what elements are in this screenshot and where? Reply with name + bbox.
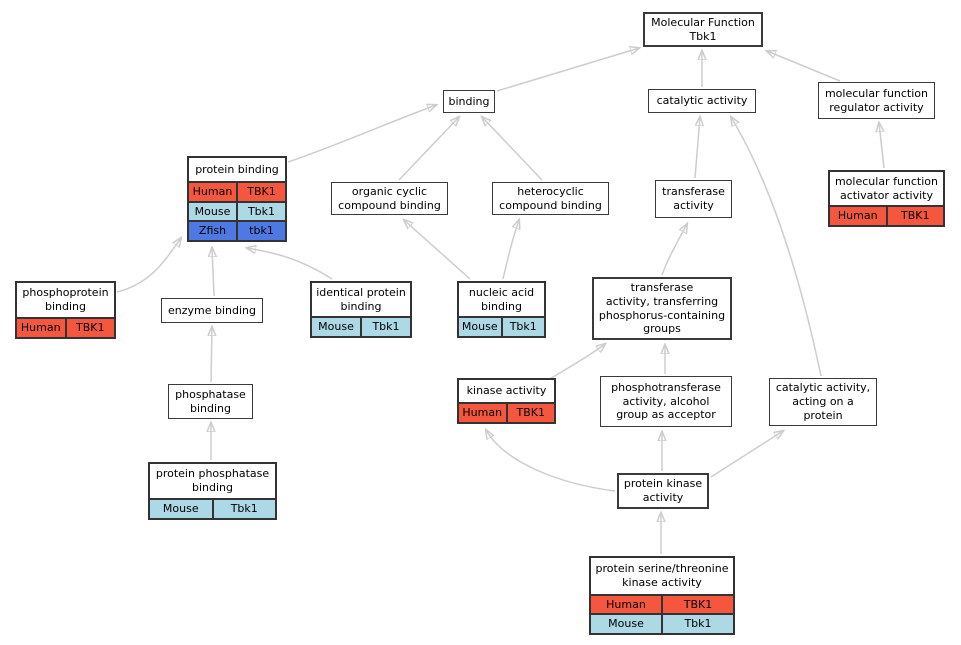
node-protein-serine-threonine-kinase-activity[interactable]: protein serine/threonine kinase activity… — [589, 556, 735, 635]
edge-nucleic-acid-binding-to-heterocyclic — [502, 220, 519, 280]
node-molecular-function[interactable]: Molecular Function Tbk1 — [643, 12, 763, 47]
node-kinase-activity[interactable]: kinase activity Human TBK1 — [457, 378, 556, 424]
node-phosphoprotein-binding[interactable]: phosphoprotein binding Human TBK1 — [15, 281, 116, 339]
node-label: molecular function activator activity — [830, 172, 943, 206]
annotation-row-human: Human TBK1 — [189, 180, 285, 201]
node-phosphotransferase-activity[interactable]: phosphotransferase activity, alcohol gro… — [600, 376, 732, 427]
node-transferase-activity-transferring-phosphorus[interactable]: transferase activity, transferring phosp… — [592, 277, 732, 340]
edge-identical-protein-binding-to-protein-binding — [247, 248, 333, 280]
node-molecular-function-regulator-activity[interactable]: molecular function regulator activity — [818, 82, 935, 119]
edge-mf-activator-to-mf-regulator — [879, 123, 885, 169]
edge-transferase-activity-to-catalytic-activity — [694, 117, 700, 179]
node-catalytic-activity-acting-on-protein[interactable]: catalytic activity, acting on a protein — [769, 378, 877, 426]
annotation-row-human: Human TBK1 — [830, 205, 943, 225]
node-organic-cyclic-compound-binding[interactable]: organic cyclic compound binding — [331, 182, 448, 215]
node-transferase-activity[interactable]: transferase activity — [655, 180, 732, 218]
annotation-row-mouse: Mouse Tbk1 — [591, 613, 733, 633]
edge-kinase-activity-to-transferase-phosphorus — [547, 344, 605, 381]
edge-phosphoprotein-binding-to-protein-binding — [116, 238, 181, 293]
annotation-row-mouse: Mouse Tbk1 — [312, 316, 410, 336]
node-label: protein phosphatase binding — [150, 464, 275, 499]
annotation-row-mouse: Mouse Tbk1 — [189, 200, 285, 221]
edge-protein-kinase-activity-to-catalytic-acting-protein — [710, 431, 783, 478]
node-protein-kinase-activity[interactable]: protein kinase activity — [617, 473, 709, 509]
annotation-row-mouse: Mouse Tbk1 — [459, 316, 544, 336]
node-label: protein serine/threonine kinase activity — [591, 558, 733, 594]
edge-nucleic-acid-binding-to-organic-cyclic — [404, 220, 471, 280]
edge-mf-regulator-to-molecular-function — [767, 51, 841, 82]
node-label: nucleic acid binding — [459, 283, 544, 317]
edge-transferase-phosphorus-to-transferase-activity — [661, 224, 687, 276]
edge-heterocyclic-to-binding — [482, 117, 543, 181]
node-protein-phosphatase-binding[interactable]: protein phosphatase binding Mouse Tbk1 — [148, 462, 277, 520]
annotation-row-human: Human TBK1 — [17, 317, 114, 337]
annotation-row-human: Human TBK1 — [459, 402, 554, 422]
edge-enzyme-binding-to-protein-binding — [212, 248, 214, 297]
edge-protein-binding-to-binding — [287, 105, 436, 163]
edge-protein-kinase-activity-to-kinase-activity — [486, 430, 616, 492]
node-protein-binding[interactable]: protein binding Human TBK1 Mouse Tbk1 Zf… — [187, 156, 287, 242]
node-binding[interactable]: binding — [443, 90, 495, 113]
edge-binding-to-molecular-function — [496, 48, 639, 92]
node-catalytic-activity[interactable]: catalytic activity — [648, 89, 756, 113]
node-heterocyclic-compound-binding[interactable]: heterocyclic compound binding — [492, 182, 609, 215]
node-enzyme-binding[interactable]: enzyme binding — [161, 298, 263, 323]
node-label: kinase activity — [459, 380, 554, 403]
node-nucleic-acid-binding[interactable]: nucleic acid binding Mouse Tbk1 — [457, 281, 546, 338]
edge-catalytic-acting-protein-to-catalytic-activity — [731, 117, 822, 377]
node-label: identical protein binding — [312, 283, 410, 317]
node-molecular-function-activator-activity[interactable]: molecular function activator activity Hu… — [828, 170, 945, 227]
edge-phosphatase-binding-to-enzyme-binding — [211, 327, 212, 383]
annotation-row-zfish: Zfish tbk1 — [189, 220, 285, 240]
annotation-row-human: Human TBK1 — [591, 593, 733, 614]
edge-organic-cyclic-to-binding — [398, 117, 459, 181]
node-label: phosphoprotein binding — [17, 283, 114, 318]
node-phosphatase-binding[interactable]: phosphatase binding — [168, 384, 253, 419]
node-identical-protein-binding[interactable]: identical protein binding Mouse Tbk1 — [310, 281, 412, 338]
annotation-row-mouse: Mouse Tbk1 — [150, 498, 275, 518]
node-label: protein binding — [189, 158, 285, 181]
